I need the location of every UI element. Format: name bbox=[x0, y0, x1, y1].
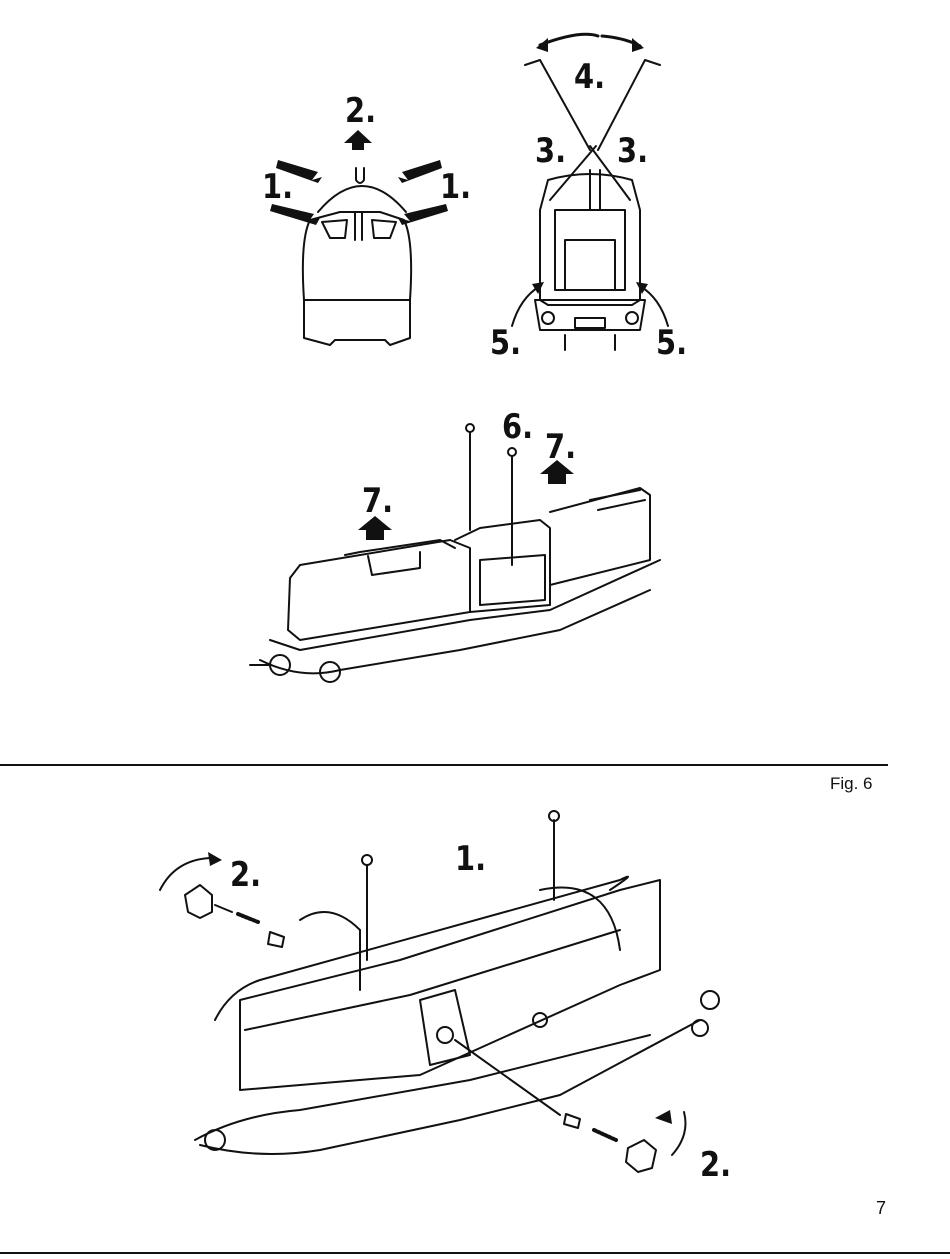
step-label-1-right: 1. bbox=[440, 170, 471, 204]
step-label-7-right: 7. bbox=[545, 430, 576, 464]
step-label-2: 2. bbox=[345, 94, 376, 128]
step-label-3-right: 3. bbox=[617, 134, 648, 168]
step-label-1-left: 1. bbox=[262, 170, 293, 204]
figure-label: Fig. 6 bbox=[830, 774, 873, 794]
lower-step-label-1: 1. bbox=[455, 842, 486, 876]
step-label-5-right: 5. bbox=[656, 326, 687, 360]
arrow-up-icon bbox=[344, 130, 372, 150]
page-number: 7 bbox=[876, 1198, 886, 1219]
lower-step-label-2-right: 2. bbox=[700, 1148, 731, 1182]
step-label-3-left: 3. bbox=[535, 134, 566, 168]
section-divider bbox=[0, 764, 888, 766]
lower-step-label-2-left: 2. bbox=[230, 858, 261, 892]
step-label-5-left: 5. bbox=[490, 326, 521, 360]
step-label-6: 6. bbox=[502, 410, 533, 444]
screws bbox=[362, 811, 559, 960]
step-label-4: 4. bbox=[574, 60, 605, 94]
chassis-assembly bbox=[195, 877, 719, 1154]
unscrew-arrows bbox=[160, 858, 686, 1155]
arrows-step-1 bbox=[270, 160, 448, 225]
cab-front-view bbox=[303, 168, 411, 345]
loco-side-view bbox=[250, 488, 660, 682]
bottom-rule bbox=[0, 1252, 950, 1254]
step-label-7-left: 7. bbox=[362, 484, 393, 518]
